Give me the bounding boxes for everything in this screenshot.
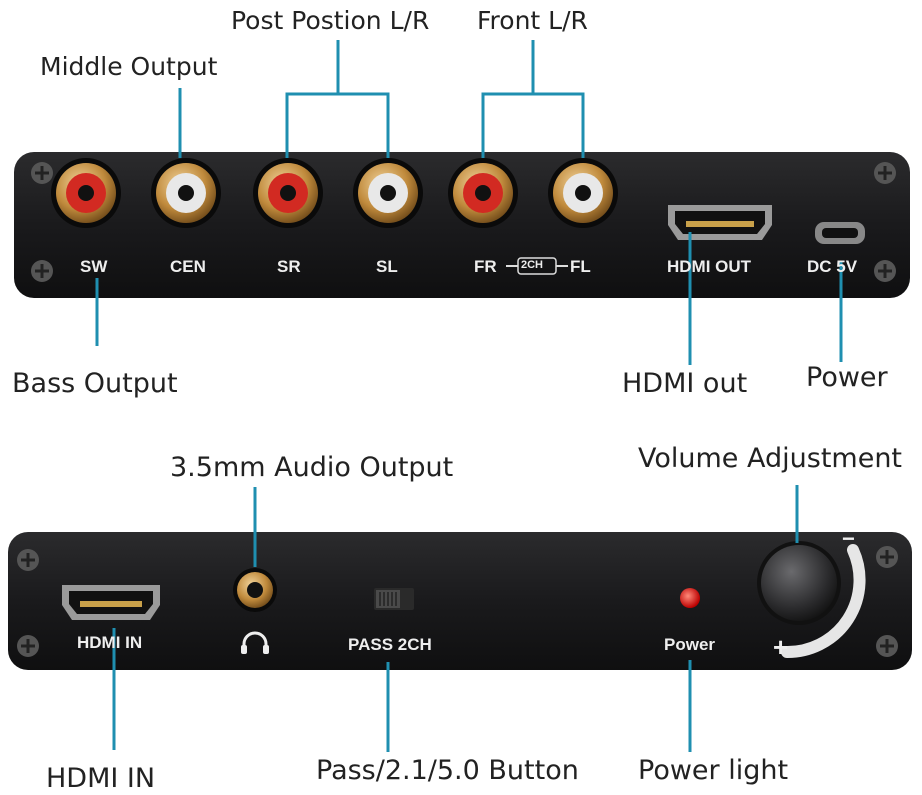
callout-post-position: Post Postion L/R — [231, 8, 429, 33]
micro-usb-port[interactable] — [815, 222, 865, 244]
screw-icon — [31, 260, 53, 282]
callout-line-front — [483, 40, 583, 158]
callout-audio-output: 3.5mm Audio Output — [170, 454, 453, 481]
rca-jack-cen[interactable] — [151, 158, 221, 228]
screw-icon — [876, 635, 898, 657]
panel-label-2ch: 2CH — [521, 260, 543, 271]
power-led — [680, 588, 700, 608]
callout-hdmi-out: HDMI out — [622, 370, 747, 397]
callout-hdmi-in: HDMI IN — [46, 765, 155, 792]
panel-label-sw: SW — [80, 258, 107, 275]
rca-jack-sr[interactable] — [253, 158, 323, 228]
panel-label-power: Power — [664, 636, 715, 653]
panel-label-dc: DC 5V — [807, 258, 857, 275]
pass-switch[interactable] — [374, 588, 414, 610]
screw-icon — [17, 635, 39, 657]
callout-line-post-position — [287, 40, 388, 158]
screw-icon — [31, 162, 53, 184]
callout-middle-output: Middle Output — [40, 54, 217, 79]
audio-jack-3-5mm[interactable] — [233, 568, 277, 612]
panel-label-hdmi-out: HDMI OUT — [667, 258, 751, 275]
rca-jack-sl[interactable] — [353, 158, 423, 228]
panel-label-fl: FL — [570, 258, 591, 275]
volume-minus-label: − — [842, 528, 855, 550]
rca-jack-fr[interactable] — [448, 158, 518, 228]
panel-label-hdmi-in: HDMI IN — [77, 634, 142, 651]
panel-label-sr: SR — [277, 258, 301, 275]
panel-label-pass: PASS 2CH — [348, 636, 432, 653]
callout-bass-output: Bass Output — [12, 370, 178, 397]
hdmi-out-port[interactable] — [668, 205, 772, 240]
callout-pass-button: Pass/2.1/5.0 Button — [316, 757, 579, 784]
volume-plus-label: + — [773, 634, 788, 660]
panel-label-sl: SL — [376, 258, 398, 275]
screw-icon — [876, 546, 898, 568]
screw-icon — [874, 162, 896, 184]
screw-icon — [17, 549, 39, 571]
rca-jack-fl[interactable] — [548, 158, 618, 228]
callout-power-light: Power light — [638, 757, 788, 784]
rca-jack-sw[interactable] — [51, 158, 121, 228]
callout-volume-adjustment: Volume Adjustment — [638, 445, 902, 472]
panel-label-cen: CEN — [170, 258, 206, 275]
callout-power: Power — [806, 364, 888, 391]
callout-front: Front L/R — [477, 8, 588, 33]
panel-label-fr: FR — [474, 258, 497, 275]
screw-icon — [874, 260, 896, 282]
hdmi-in-port[interactable] — [62, 585, 160, 620]
